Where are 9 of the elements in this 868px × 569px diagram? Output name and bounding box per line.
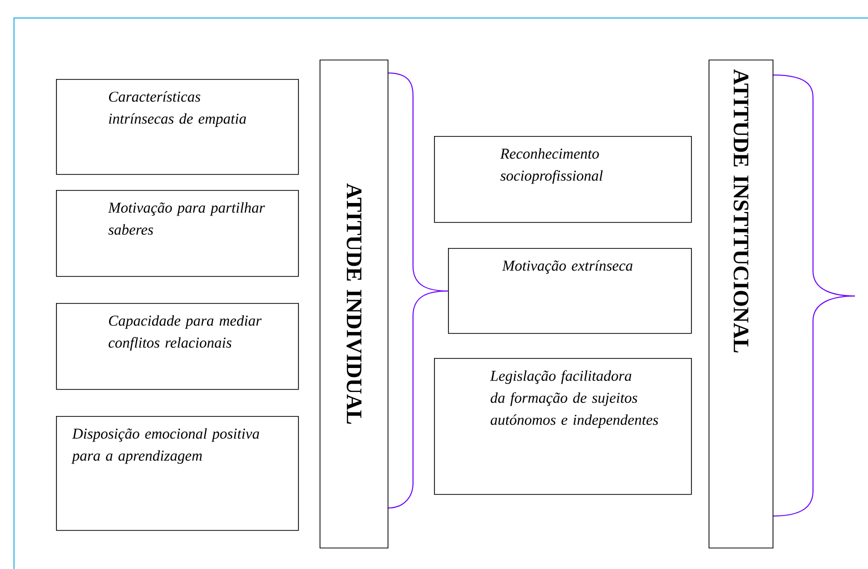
text-box: Legislação facilitadora da formação de sujeitos autónomos e independentes (434, 358, 692, 495)
text-box: Reconhecimento socioprofissional (434, 136, 692, 223)
text-box: Características intrínsecas de empatia (56, 79, 299, 175)
text-box: Motivação para partilhar saberes (56, 190, 299, 277)
text-box: Capacidade para mediar conflitos relacionais (56, 303, 299, 390)
text-box: Disposição emocional positiva para a aprendizagem (56, 416, 299, 531)
vertical-label-box: ATITUDE INDIVIDUAL (320, 60, 388, 548)
text-box: Motivação extrínseca (448, 248, 692, 334)
vertical-label-box: ATITUDE INSTITUCIONAL (708, 60, 774, 548)
